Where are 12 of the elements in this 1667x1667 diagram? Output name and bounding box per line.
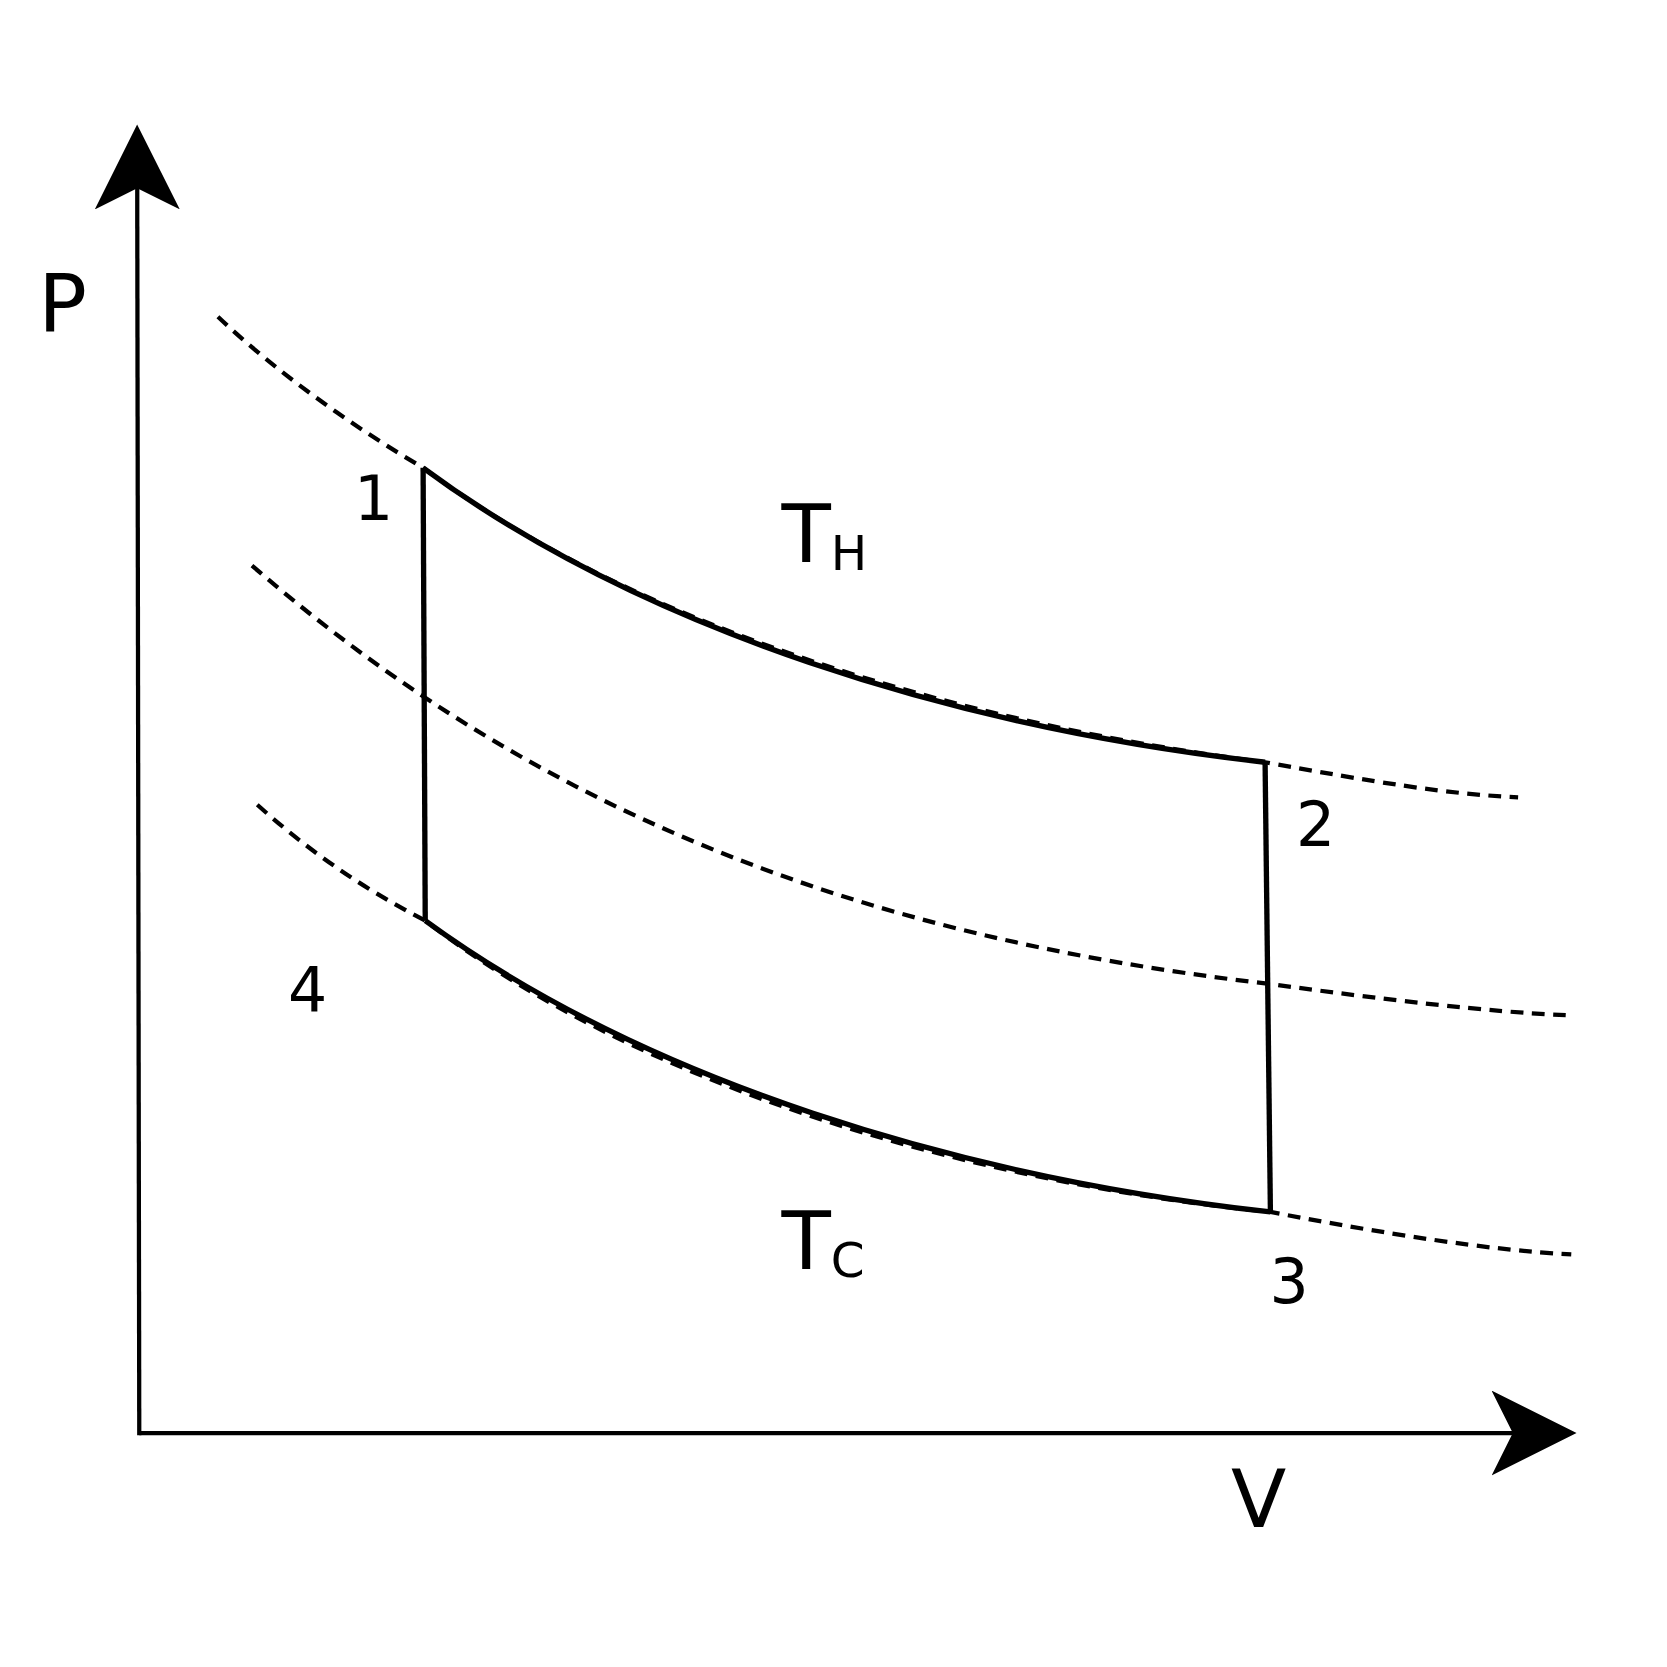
process-line — [421, 465, 1266, 765]
temperature-label: T$_{H}$ — [781, 494, 868, 578]
state-number: 4 — [288, 960, 328, 1022]
process-line — [423, 918, 1271, 1215]
state-number: 2 — [1296, 794, 1336, 856]
process-line — [1262, 762, 1274, 1212]
process-line — [420, 467, 428, 921]
axis-label: V — [1231, 1458, 1287, 1540]
temperature-label: T$_{C}$ — [781, 1201, 865, 1285]
axis-label: P — [38, 263, 87, 345]
state-number: 3 — [1269, 1251, 1309, 1313]
state-number: 1 — [354, 467, 394, 530]
